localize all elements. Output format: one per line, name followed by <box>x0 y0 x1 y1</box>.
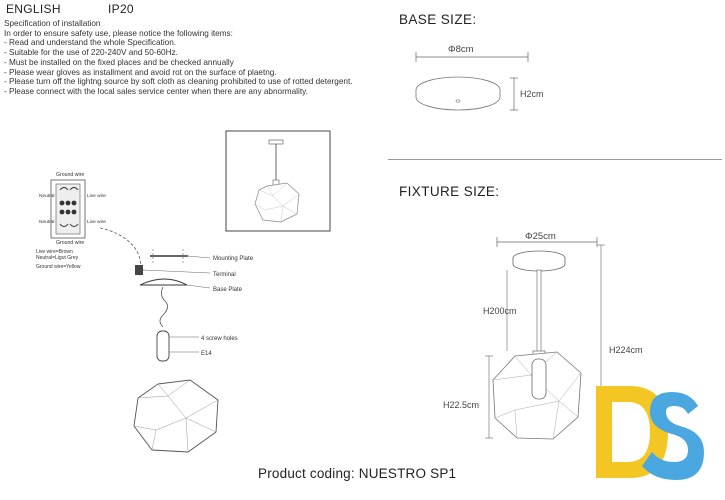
section-divider <box>388 159 722 160</box>
rod-height-label: H200cm <box>483 306 517 316</box>
neutral-label: Neutral <box>39 219 54 225</box>
base-diameter-label: Φ8cm <box>448 44 474 55</box>
spec-item: - Please turn off the lightng source by … <box>4 77 353 87</box>
ip-rating-label: IP20 <box>108 2 134 16</box>
ground-wire-label: Ground wire <box>56 240 84 246</box>
glass-shade-drawing <box>133 379 219 453</box>
wire-legend-item: Live wire=Brown <box>36 249 73 255</box>
shade-height-label: H22.5cm <box>443 400 479 410</box>
spec-intro: In order to ensure safety use, please no… <box>4 28 233 38</box>
fixture-diameter-label: Φ25cm <box>525 231 556 242</box>
product-coding: Product coding: NUESTRO SP1 <box>258 466 457 481</box>
terminal-label: Terminal <box>213 272 236 278</box>
screw-holes-label: 4 screw holes <box>201 336 238 342</box>
spec-item: - Please connect with the local sales se… <box>4 86 308 96</box>
mounting-plate-label: Mounting Plate <box>213 256 254 262</box>
pendant-thumbnail <box>225 130 331 232</box>
spec-title: Specification of installation <box>4 19 101 28</box>
installation-diagram: Mounting Plate Terminal Base Plate 4 scr… <box>99 227 254 362</box>
live-wire-label: Live wire <box>87 193 106 199</box>
fixture-size-title: FIXTURE SIZE: <box>399 184 500 199</box>
spec-item: - Suitable for the use of 220-240V and 5… <box>4 48 178 58</box>
language-label: ENGLISH <box>6 2 61 16</box>
wire-legend-item: Ground wire=Yellow <box>36 264 81 270</box>
ds-logo <box>596 386 704 480</box>
neutral-label: Neutral <box>39 193 54 199</box>
specification-block: Specification of installation In order t… <box>4 19 384 97</box>
ground-wire-label: Ground wire <box>56 172 84 178</box>
total-height-label: H224cm <box>609 345 643 355</box>
wiring-diagram: Ground wire Neutral Live wire Neutral Li… <box>36 172 106 261</box>
spec-item: - Must be installed on the fixed places … <box>4 57 234 67</box>
live-wire-label: Live wire <box>87 219 106 225</box>
base-plate-drawing: Φ8cm H2cm <box>415 44 544 111</box>
base-size-title: BASE SIZE: <box>399 12 477 27</box>
spec-item: - Please wear gloves as installment and … <box>4 67 277 77</box>
spec-item: - Read and understand the whole Specific… <box>4 38 177 48</box>
wire-legend-item: Neutral=Ligut Grey <box>36 255 79 261</box>
base-plate-label: Base Plate <box>213 287 243 293</box>
fixture-drawing: Φ25cm H200cm H22.5cm H224cm <box>443 231 643 440</box>
wire-legend-extra: Ground wire=Yellow <box>36 264 81 270</box>
base-height-label: H2cm <box>520 89 544 99</box>
socket-label: E14 <box>201 351 212 357</box>
